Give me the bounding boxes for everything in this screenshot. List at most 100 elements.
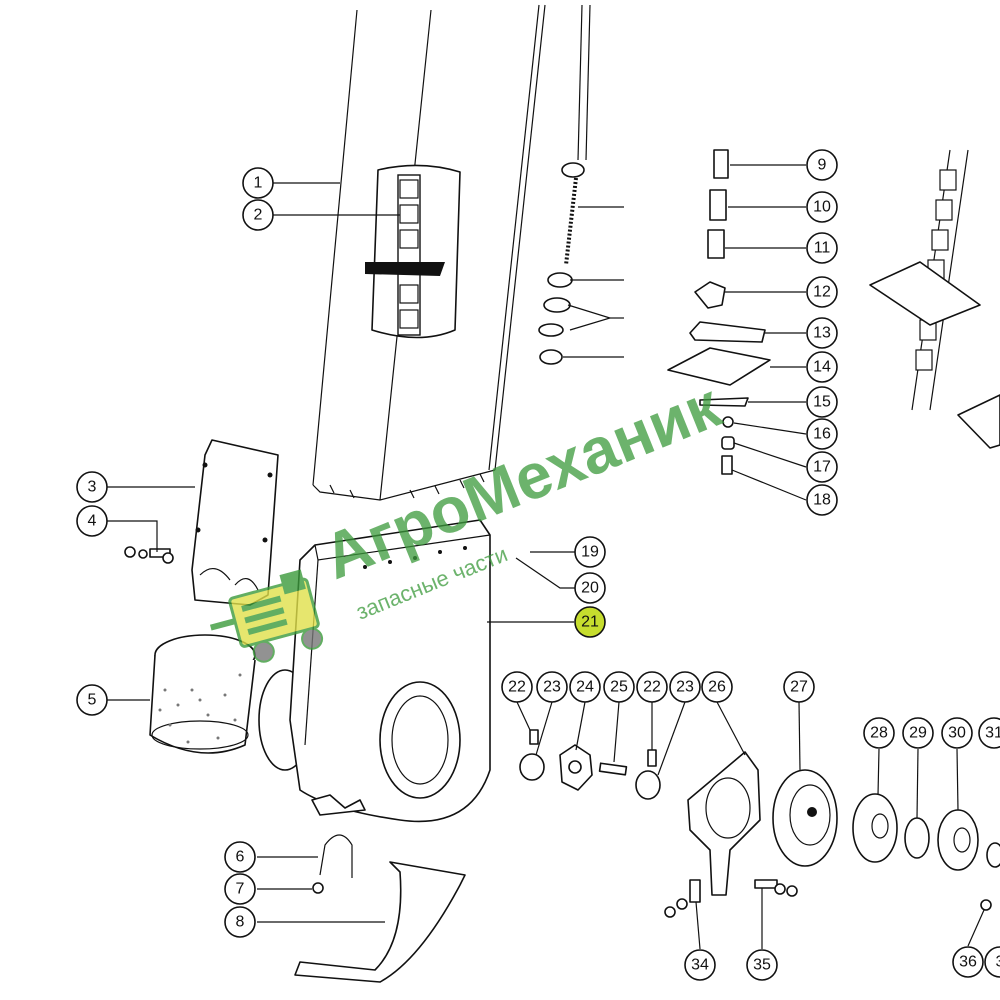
side-chain xyxy=(869,149,1000,449)
ring xyxy=(149,634,256,754)
callout-1: 1 xyxy=(242,167,274,199)
callout-number: 27 xyxy=(790,679,808,696)
callout-13: 13 xyxy=(806,317,838,349)
callout-number: 1 xyxy=(254,175,263,192)
callout-15: 15 xyxy=(806,386,838,418)
callout-21: 21 xyxy=(574,606,606,638)
callout-number: 36 xyxy=(959,954,977,971)
callout-3: 3 xyxy=(984,946,1000,978)
callout-29: 29 xyxy=(902,717,934,749)
drive-housing xyxy=(258,519,491,823)
callout-number: 23 xyxy=(543,679,561,696)
tension-rod xyxy=(538,4,591,365)
callout-circle xyxy=(501,671,533,703)
callout-circle xyxy=(806,232,838,264)
callout-11: 11 xyxy=(806,232,838,264)
callout-23: 23 xyxy=(669,671,701,703)
callout-circle xyxy=(536,671,568,703)
callout-circle xyxy=(603,671,635,703)
callout-circle xyxy=(806,451,838,483)
callout-circle xyxy=(224,841,256,873)
u-bolt xyxy=(312,834,353,894)
callout-circle xyxy=(984,946,1000,978)
svg-text:АгроМеханик: АгроМеханик xyxy=(313,368,731,593)
drive-components xyxy=(519,729,1000,918)
callout-circle xyxy=(806,484,838,516)
callout-circle xyxy=(569,671,601,703)
callout-number: 6 xyxy=(236,849,245,866)
callout-22: 22 xyxy=(501,671,533,703)
saddle-strap xyxy=(294,861,466,983)
callout-circle xyxy=(224,873,256,905)
callout-14: 14 xyxy=(806,351,838,383)
callout-circle xyxy=(978,717,1000,749)
callout-number: 22 xyxy=(508,679,526,696)
callout-26: 26 xyxy=(701,671,733,703)
callout-number: 24 xyxy=(576,679,594,696)
callout-number: 8 xyxy=(236,914,245,931)
brand-part2: Механик xyxy=(453,368,731,536)
callout-35: 35 xyxy=(746,949,778,981)
callout-number: 5 xyxy=(88,692,97,709)
callout-28: 28 xyxy=(863,717,895,749)
callout-12: 12 xyxy=(806,276,838,308)
callout-number: 3 xyxy=(88,479,97,496)
callout-circle xyxy=(574,606,606,638)
callout-circle xyxy=(863,717,895,749)
callout-circle xyxy=(76,505,108,537)
callout-number: 7 xyxy=(236,881,245,898)
callout-8: 8 xyxy=(224,906,256,938)
callout-circle xyxy=(669,671,701,703)
callout-circle xyxy=(76,471,108,503)
callout-circle xyxy=(574,536,606,568)
callout-7: 7 xyxy=(224,873,256,905)
callout-circle xyxy=(242,199,274,231)
callout-circle xyxy=(806,351,838,383)
callout-number: 12 xyxy=(813,284,831,301)
callout-circle xyxy=(701,671,733,703)
callout-number: 35 xyxy=(753,957,771,974)
callout-circle xyxy=(941,717,973,749)
callout-30: 30 xyxy=(941,717,973,749)
callout-circle xyxy=(242,167,274,199)
callout-number: 22 xyxy=(643,679,661,696)
callout-circle xyxy=(76,684,108,716)
callout-number: 21 xyxy=(581,614,599,631)
callout-number: 18 xyxy=(813,492,831,509)
callout-6: 6 xyxy=(224,841,256,873)
callout-number: 25 xyxy=(610,679,628,696)
callout-number: 34 xyxy=(691,957,709,974)
callout-number: 31 xyxy=(985,725,1000,742)
callout-23: 23 xyxy=(536,671,568,703)
callout-34: 34 xyxy=(684,949,716,981)
callout-9: 9 xyxy=(806,149,838,181)
callout-number: 2 xyxy=(254,207,263,224)
callout-circle xyxy=(806,149,838,181)
callout-circle xyxy=(574,572,606,604)
callout-number: 9 xyxy=(818,157,827,174)
callout-25: 25 xyxy=(603,671,635,703)
callout-circle xyxy=(806,418,838,450)
callout-number: 23 xyxy=(676,679,694,696)
bolt-set xyxy=(124,546,174,564)
callout-circle xyxy=(806,386,838,418)
callout-10: 10 xyxy=(806,191,838,223)
callout-number: 14 xyxy=(813,359,831,376)
callout-24: 24 xyxy=(569,671,601,703)
callout-number: 26 xyxy=(708,679,726,696)
elevator-housing xyxy=(312,4,546,501)
callout-circle xyxy=(806,191,838,223)
callout-number: 17 xyxy=(813,459,831,476)
callout-circle xyxy=(806,276,838,308)
callout-number: 4 xyxy=(88,513,97,530)
callout-number: 30 xyxy=(948,725,966,742)
callout-22: 22 xyxy=(636,671,668,703)
callout-circle xyxy=(224,906,256,938)
callout-number: 29 xyxy=(909,725,927,742)
callout-5: 5 xyxy=(76,684,108,716)
chain-links xyxy=(667,149,771,475)
callout-number: 11 xyxy=(814,240,831,257)
callout-4: 4 xyxy=(76,505,108,537)
